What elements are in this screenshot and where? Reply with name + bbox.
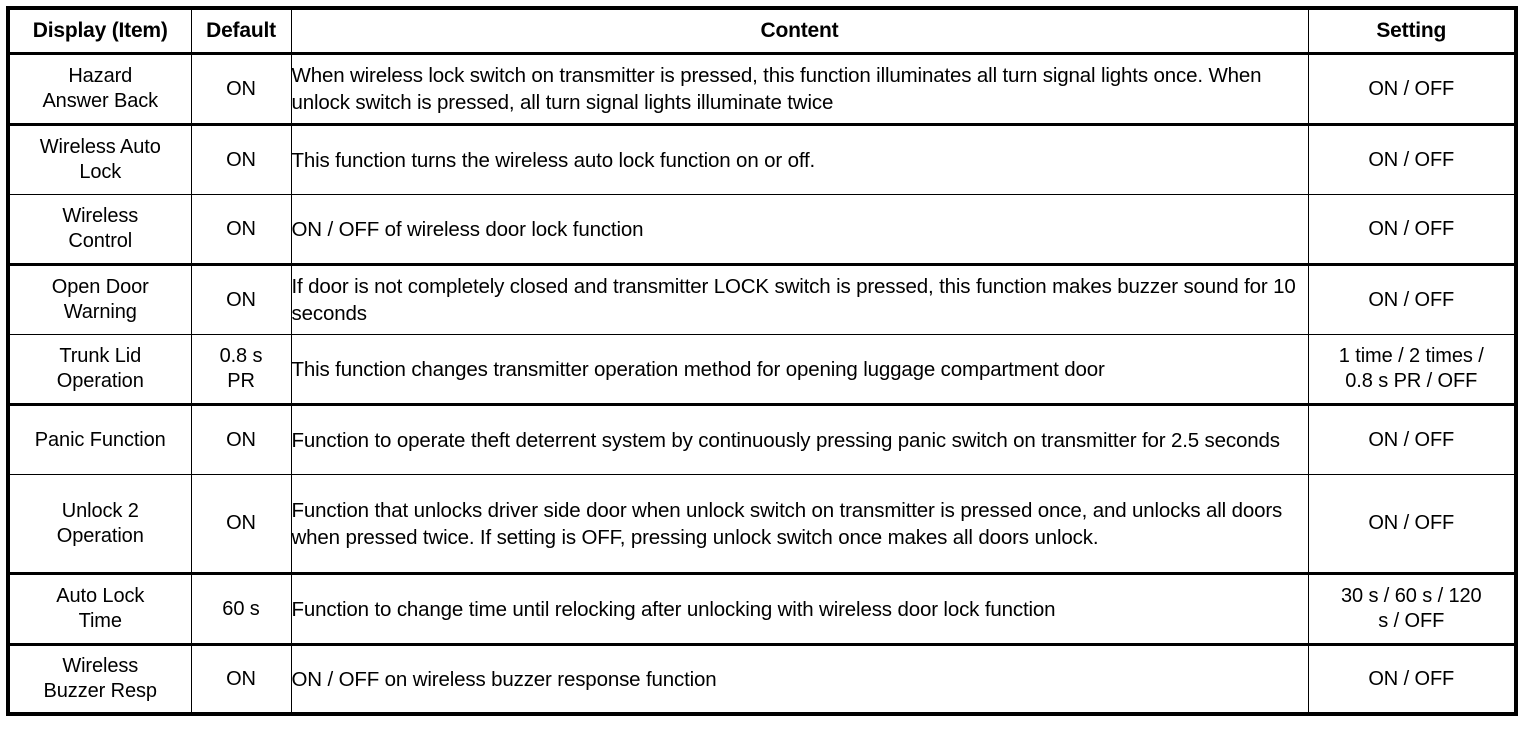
customize-function-table: Display (Item) Default Content Setting H… <box>6 6 1518 716</box>
column-header-content: Content <box>290 7 1309 55</box>
column-header-setting: Setting <box>1307 7 1517 55</box>
cell-content: If door is not completely closed and tra… <box>290 263 1309 335</box>
cell-default: ON <box>190 403 292 475</box>
column-header-display-item: Display (Item) <box>7 7 192 55</box>
cell-display-item: Panic Function <box>7 403 192 475</box>
cell-default: ON <box>190 643 292 716</box>
cell-setting: ON / OFF <box>1307 123 1517 195</box>
cell-content: Function that unlocks driver side door w… <box>290 474 1309 574</box>
cell-setting: ON / OFF <box>1307 194 1517 265</box>
cell-setting: ON / OFF <box>1307 263 1517 335</box>
table-header: Display (Item) Default Content Setting <box>7 7 1517 55</box>
cell-content: This function changes transmitter operat… <box>290 334 1309 405</box>
table-row: Panic Function ON Function to operate th… <box>7 403 1517 475</box>
cell-content: Function to change time until relocking … <box>290 572 1309 645</box>
cell-setting: 1 time / 2 times /0.8 s PR / OFF <box>1307 334 1517 405</box>
cell-default: ON <box>190 194 292 265</box>
cell-default: ON <box>190 123 292 195</box>
cell-setting: ON / OFF <box>1307 643 1517 716</box>
cell-content: ON / OFF of wireless door lock function <box>290 194 1309 265</box>
cell-content: Function to operate theft deterrent syst… <box>290 403 1309 475</box>
cell-default: ON <box>190 474 292 574</box>
cell-setting: ON / OFF <box>1307 53 1517 125</box>
cell-default: 60 s <box>190 572 292 645</box>
column-header-default: Default <box>190 7 292 55</box>
cell-setting: ON / OFF <box>1307 403 1517 475</box>
cell-default: ON <box>190 263 292 335</box>
cell-content: This function turns the wireless auto lo… <box>290 123 1309 195</box>
cell-content: When wireless lock switch on transmitter… <box>290 53 1309 125</box>
header-row: Display (Item) Default Content Setting <box>7 7 1517 55</box>
cell-default: ON <box>190 53 292 125</box>
cell-setting: ON / OFF <box>1307 474 1517 574</box>
cell-content: ON / OFF on wireless buzzer response fun… <box>290 643 1309 716</box>
